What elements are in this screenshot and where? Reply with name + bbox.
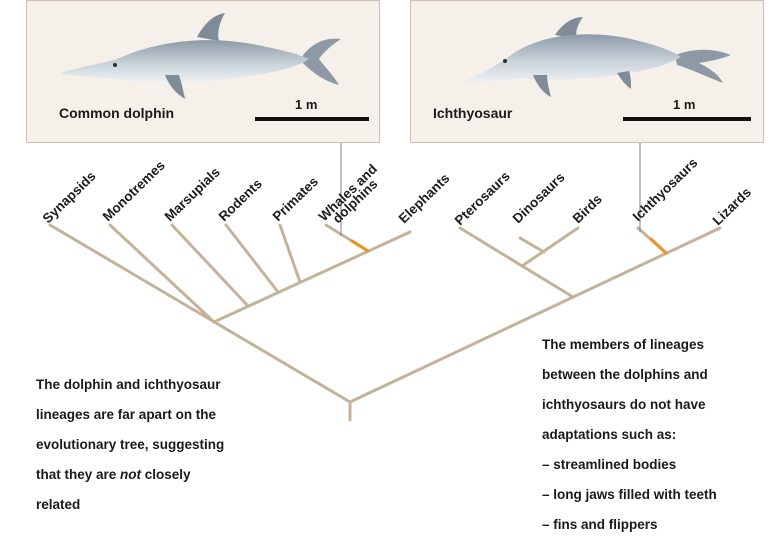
branch-primates xyxy=(280,225,300,282)
left-caption-line: The dolphin and ichthyosaur xyxy=(36,377,336,392)
right-caption-line: adaptations such as: xyxy=(542,427,774,442)
label-monotremes: Monotremes xyxy=(100,158,168,225)
ichthyosaurs-highlight xyxy=(651,239,666,253)
label-marsupials: Marsupials xyxy=(162,164,223,224)
label-dinosaurs: Dinosaurs xyxy=(510,169,568,226)
right-caption-line: The members of lineages xyxy=(542,337,774,352)
left-caption-line: related xyxy=(36,497,336,512)
right-caption-line: – long jaws filled with teeth xyxy=(542,487,774,502)
emphasis-not: not xyxy=(120,467,141,482)
branch-rodents xyxy=(226,225,278,292)
right-caption-line: ichthyosaurs do not have xyxy=(542,397,774,412)
left-caption-line: evolutionary tree, suggesting xyxy=(36,437,336,452)
right-caption-line: between the dolphins and xyxy=(542,367,774,382)
branch-dinosaurs xyxy=(522,228,578,266)
label-synapsids: Synapsids xyxy=(40,168,99,226)
right-caption-line: – fins and flippers xyxy=(542,517,774,532)
branch-monotremes xyxy=(110,225,214,322)
right-caption: The members of lineages between the dolp… xyxy=(542,322,774,547)
label-primates: Primates xyxy=(270,174,321,224)
left-caption: The dolphin and ichthyosaur lineages are… xyxy=(36,362,336,527)
whales-highlight xyxy=(352,241,368,251)
label-rodents: Rodents xyxy=(216,176,265,224)
taxon-labels: Synapsids Monotremes Marsupials Rodents … xyxy=(40,155,754,228)
label-pterosaurs: Pterosaurs xyxy=(452,168,513,228)
branch-pterosaurs xyxy=(460,228,573,297)
left-caption-line: lineages are far apart on the xyxy=(36,407,336,422)
label-elephants: Elephants xyxy=(396,171,453,227)
branch-dinos-split xyxy=(520,238,544,252)
highlight-segments xyxy=(352,239,666,253)
label-lizards: Lizards xyxy=(710,185,754,229)
left-caption-line: that they are not closely xyxy=(36,467,336,482)
label-birds: Birds xyxy=(570,191,605,226)
right-caption-line: – streamlined bodies xyxy=(542,457,774,472)
